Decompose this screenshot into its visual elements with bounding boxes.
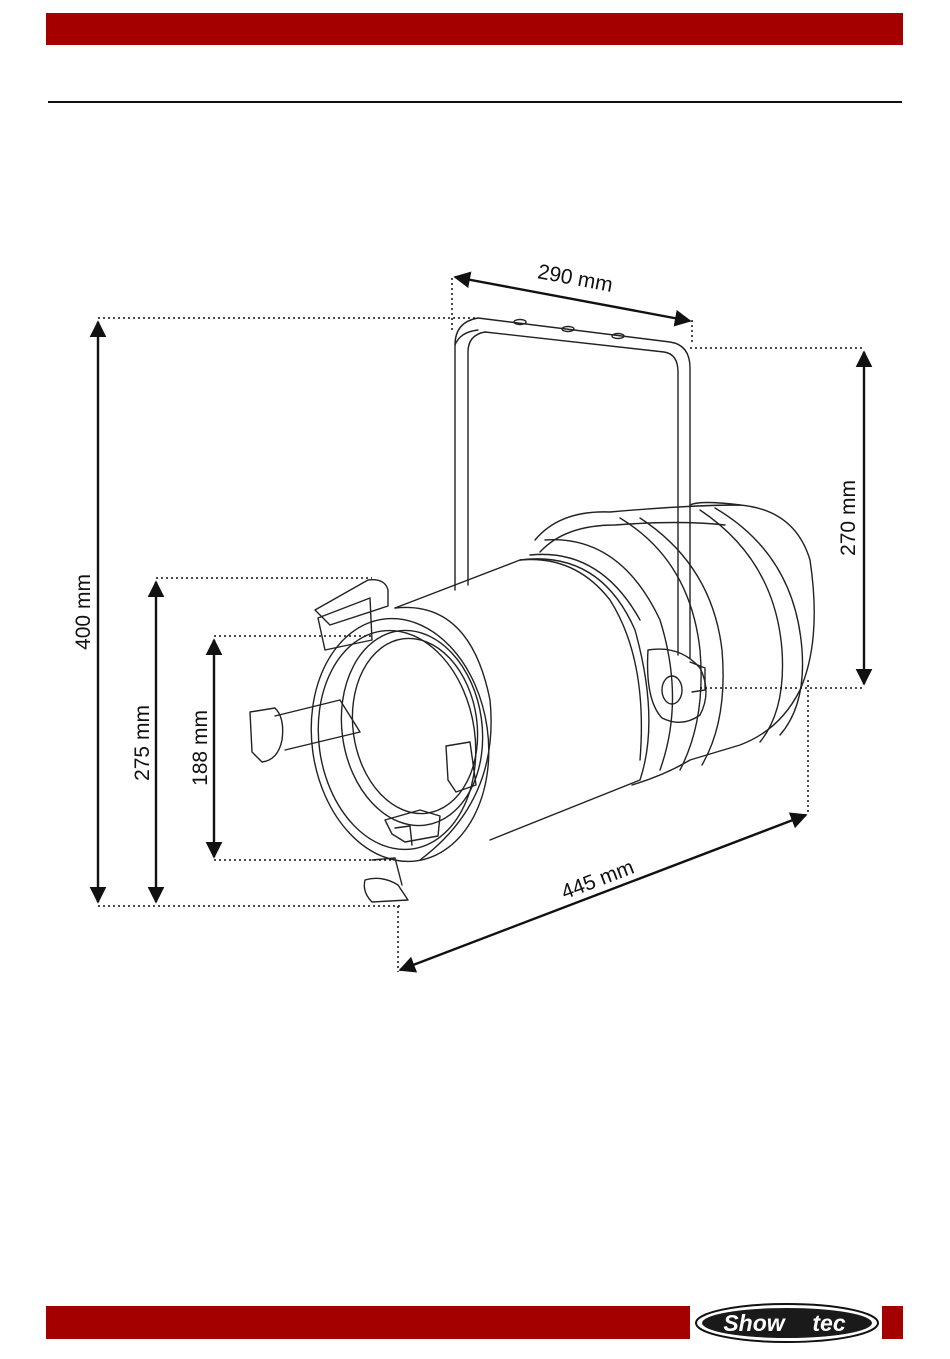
rear-housing <box>535 503 814 786</box>
fixture-body <box>395 540 673 840</box>
gel-frame-clips <box>250 580 476 902</box>
logo-text-tec: tec <box>812 1310 845 1336</box>
dimension-label-bracket-height: 270 mm <box>837 480 860 556</box>
showtec-logo: Show tec <box>694 1302 880 1344</box>
dimension-guides <box>98 278 864 972</box>
dimension-arrows <box>98 277 864 970</box>
dimension-label-frame-height: 275 mm <box>131 705 154 781</box>
arrow-length <box>400 815 806 970</box>
dimension-label-length: 445 mm <box>558 856 637 905</box>
dimension-label-lens-diameter: 188 mm <box>189 710 212 786</box>
logo-text-show: Show <box>723 1310 786 1336</box>
dimension-label-bracket-width: 290 mm <box>536 260 615 297</box>
yoke-knob <box>648 649 706 722</box>
footer-bar-end <box>882 1306 903 1339</box>
par-fixture-illustration <box>250 318 814 902</box>
dimension-label-overall-height: 400 mm <box>72 574 95 650</box>
yoke-bracket <box>455 318 690 658</box>
footer-bar <box>46 1306 690 1339</box>
